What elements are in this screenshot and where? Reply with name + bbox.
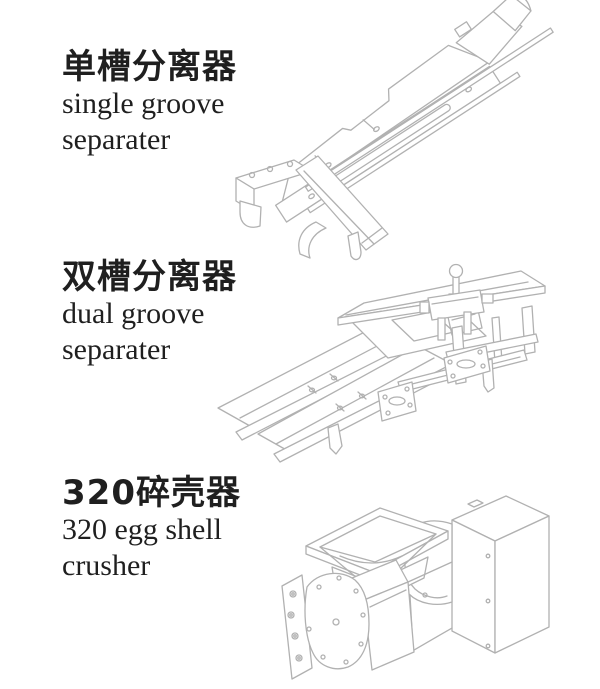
product-3-name-en-line1: 320 egg shell <box>62 513 222 546</box>
separator-feed-head <box>455 10 523 65</box>
product-1-name-zh: 单槽分离器 <box>62 47 237 87</box>
separator-fin <box>298 221 327 259</box>
product-2-name-en-line1: dual groove <box>62 297 205 330</box>
product-1-name-en-line1: single groove <box>62 87 225 120</box>
egg-shell-crusher-drawing <box>281 495 550 680</box>
crusher-box <box>451 495 550 654</box>
product-label-3: 320碎壳器 320 egg shell crusher <box>62 474 322 584</box>
product-3-name-zh: 320碎壳器 <box>62 473 241 513</box>
single-groove-separator-drawing <box>235 0 554 261</box>
product-3-name-en-line2: crusher <box>62 549 151 582</box>
dual-groove-separator-drawing <box>217 263 546 463</box>
gear-housing <box>304 572 370 670</box>
product-1-name-en-line2: separater <box>62 123 171 156</box>
product-label-2: 双槽分离器 dual groove separater <box>62 258 322 368</box>
product-label-1: 单槽分离器 single groove separater <box>62 48 322 158</box>
mounting-plate <box>281 574 313 680</box>
product-2-name-zh: 双槽分离器 <box>62 257 237 297</box>
separator-blade <box>295 155 389 251</box>
product-2-name-en-line2: separater <box>62 333 171 366</box>
